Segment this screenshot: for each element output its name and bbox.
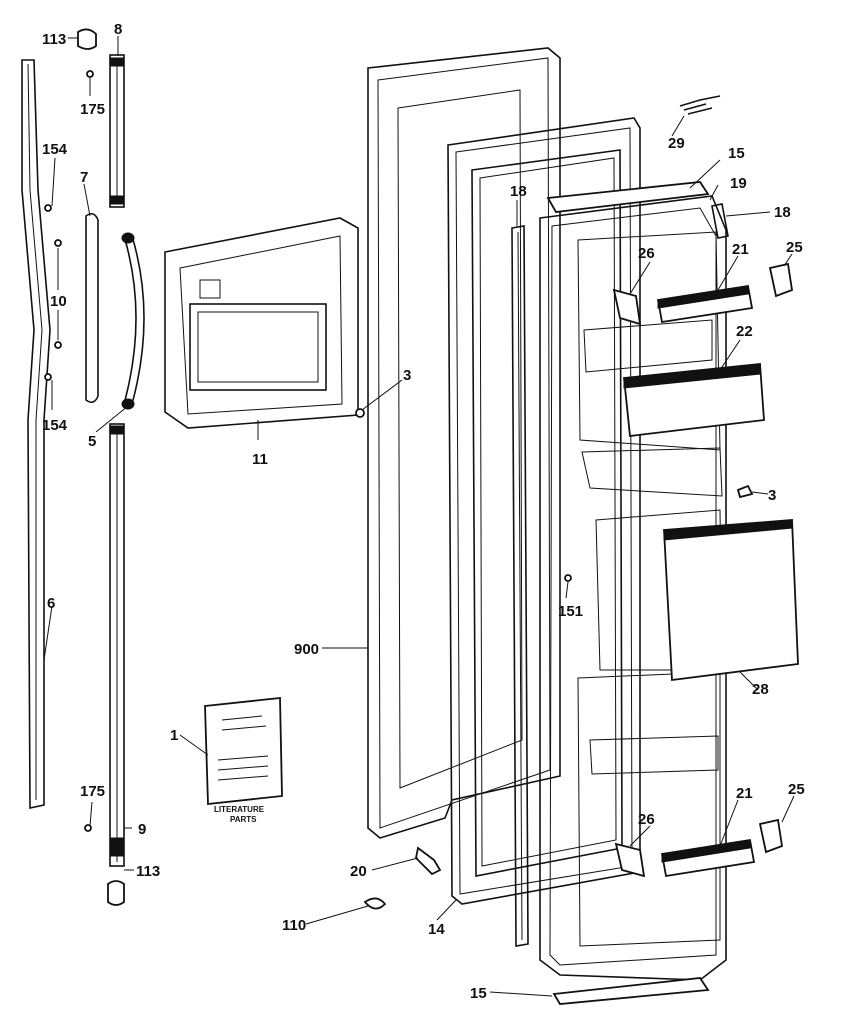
end-cap-25-lower	[758, 818, 784, 854]
callout-19: 19	[730, 175, 747, 192]
callout-25-upper: 25	[786, 239, 803, 256]
callout-14: 14	[428, 921, 445, 938]
callout-3-left: 3	[403, 367, 411, 384]
callout-110: 110	[282, 917, 306, 934]
callout-9: 9	[138, 821, 146, 838]
callout-5: 5	[88, 433, 96, 450]
callout-15-top: 15	[728, 145, 745, 162]
handle-grip-5	[121, 232, 145, 410]
callout-175-bottom: 175	[80, 783, 105, 800]
shelf-bracket-26-upper	[612, 288, 642, 326]
callout-3-right: 3	[768, 487, 776, 504]
plug-110	[363, 897, 387, 910]
callout-22: 22	[736, 323, 753, 340]
callout-28: 28	[752, 681, 769, 698]
callout-11: 11	[252, 451, 268, 468]
callout-25-lower: 25	[788, 781, 805, 798]
callout-151: 151	[558, 603, 583, 620]
callout-26-upper: 26	[638, 245, 655, 262]
end-cap-113-top	[77, 28, 97, 50]
breaker-strip-18-right	[711, 203, 729, 239]
shelf-bin-22	[623, 363, 765, 438]
grommet-3-left	[355, 408, 365, 418]
callout-20: 20	[350, 863, 367, 880]
end-cap-113-bottom	[107, 880, 125, 906]
callout-18-right: 18	[774, 204, 791, 221]
handle-bar-7	[85, 212, 99, 404]
screw-151	[564, 574, 572, 582]
callout-900: 900	[294, 641, 319, 658]
callout-7: 7	[80, 169, 88, 186]
end-cap-25-upper	[768, 262, 794, 298]
handle-trim-9	[109, 423, 125, 867]
leader-lines	[43, 36, 795, 997]
callout-29: 29	[668, 135, 685, 152]
callout-21-upper: 21	[732, 241, 749, 258]
callout-175-top: 175	[80, 101, 105, 118]
callout-154-top: 154	[42, 141, 68, 158]
callout-labels: 113 8 175 154 7 10 154 5 6 11 3 175 9 11…	[42, 21, 805, 1002]
spring-29	[679, 95, 721, 115]
callout-26-lower: 26	[638, 811, 655, 828]
literature-label-line2: PARTS	[230, 815, 257, 824]
bottom-cap-15	[552, 977, 710, 1005]
callout-15-bottom: 15	[470, 985, 487, 1002]
breaker-strip-18-left	[511, 225, 529, 947]
callout-1: 1	[170, 727, 178, 744]
callout-18-left: 18	[510, 183, 527, 200]
callout-10: 10	[50, 293, 67, 310]
callout-113-bottom: 113	[136, 863, 160, 880]
shelf-bracket-26-lower	[614, 842, 646, 878]
hinge-pin-20	[415, 846, 442, 876]
callout-113-top: 113	[42, 31, 66, 48]
trim-strip-6	[21, 59, 51, 809]
grommet-3-right	[736, 484, 754, 499]
screws-left	[44, 70, 94, 832]
top-cap-15	[546, 181, 710, 213]
outer-door-900	[367, 47, 561, 839]
shelf-bar-21-lower	[660, 838, 756, 878]
callout-8: 8	[114, 21, 122, 38]
literature-booklet-1	[204, 697, 283, 805]
inner-panel-11	[164, 217, 359, 429]
door-gasket-14	[447, 117, 641, 905]
dispenser-door-28	[663, 519, 799, 682]
callout-154-bottom: 154	[42, 417, 68, 434]
callout-6: 6	[47, 595, 55, 612]
callout-21-lower: 21	[736, 785, 753, 802]
handle-trim-8	[109, 54, 125, 208]
literature-label-line1: LITERATURE	[214, 805, 265, 814]
shelf-bar-21-upper	[656, 284, 754, 324]
